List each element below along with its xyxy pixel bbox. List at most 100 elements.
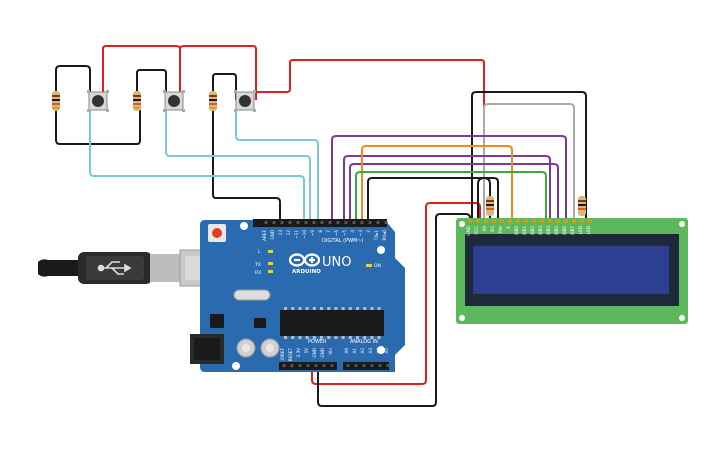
digital-pin[interactable] — [376, 221, 380, 224]
chip-leg — [284, 336, 287, 339]
analog-pin[interactable] — [370, 364, 374, 367]
purple-wire-3 — [349, 163, 559, 222]
power-pin[interactable] — [290, 364, 294, 367]
digital-pin-label: 13 — [278, 230, 283, 236]
analog-pin-label: A4 — [376, 348, 381, 354]
digital-pin[interactable] — [344, 221, 348, 224]
analog-header — [343, 362, 389, 370]
power-pin-label: GND — [320, 348, 325, 358]
resistor-2 — [133, 91, 141, 111]
digital-pin[interactable] — [368, 221, 372, 224]
power-pin-label: 5V — [304, 348, 309, 354]
lcd-pin[interactable] — [572, 219, 576, 223]
uno-label: UNO — [322, 255, 351, 270]
digital-pin[interactable] — [360, 221, 364, 224]
lcd-pin[interactable] — [564, 219, 568, 223]
power-pin[interactable] — [306, 364, 310, 367]
digital-pin-label: ~9 — [310, 230, 315, 237]
chip-leg — [305, 336, 309, 339]
analog-label: ANALOG IN — [350, 339, 378, 345]
chip-leg — [363, 307, 367, 310]
power-pin[interactable] — [282, 364, 286, 367]
digital-pin[interactable] — [384, 221, 388, 224]
lcd-pin[interactable] — [556, 219, 560, 223]
lcd-pin-label: DB2 — [530, 226, 535, 235]
lcd-pin[interactable] — [524, 219, 528, 223]
chip-leg — [341, 336, 345, 339]
wires — [55, 45, 587, 407]
usb-cable — [38, 249, 225, 287]
lcd-pin[interactable] — [532, 219, 536, 223]
red-wire-buttons — [102, 45, 257, 100]
digital-pin-label: ~11 — [294, 230, 299, 239]
resistor-1 — [52, 91, 60, 111]
power-pin[interactable] — [322, 364, 326, 367]
lcd-pin-label: DB4 — [546, 226, 551, 235]
arduino-brand: ARDUINO — [292, 269, 321, 275]
analog-pin[interactable] — [386, 364, 390, 367]
lcd-pin[interactable] — [548, 219, 552, 223]
black-wire-lcd-top — [471, 91, 587, 222]
lcd-pin[interactable] — [476, 219, 480, 223]
power-pin[interactable] — [298, 364, 302, 367]
lcd-pin[interactable] — [516, 219, 520, 223]
digital-pin[interactable] — [304, 221, 308, 224]
power-pin[interactable] — [330, 364, 334, 367]
reset-button[interactable] — [208, 224, 226, 242]
lcd-pin[interactable] — [580, 219, 584, 223]
resistor-lcd-2 — [578, 196, 586, 216]
atmega-chip — [280, 307, 384, 339]
lcd-pin-label: DB0 — [514, 226, 519, 235]
chip-leg — [312, 307, 316, 310]
lcd-pin-label: DB3 — [538, 226, 543, 235]
lcd-pin[interactable] — [468, 219, 472, 223]
digital-header — [253, 219, 387, 227]
push-button-2[interactable] — [163, 90, 185, 112]
analog-pin-label: A1 — [352, 348, 357, 354]
chip-leg — [363, 336, 367, 339]
analog-pin[interactable] — [378, 364, 382, 367]
lcd-pin[interactable] — [508, 219, 512, 223]
chip-leg — [291, 336, 295, 339]
digital-pin[interactable] — [264, 221, 268, 224]
digital-pin-label: 4 — [350, 230, 355, 233]
chip-leg — [348, 336, 352, 339]
analog-pin[interactable] — [346, 364, 350, 367]
push-button-1[interactable] — [87, 90, 109, 112]
analog-pin[interactable] — [362, 364, 366, 367]
power-pin[interactable] — [314, 364, 318, 367]
digital-pin-label: 7 — [326, 230, 331, 233]
lcd-pin[interactable] — [484, 219, 488, 223]
chip-leg — [327, 336, 331, 339]
lcd-pin[interactable] — [500, 219, 504, 223]
lcd-pin-label: LED — [586, 226, 591, 234]
arduino-logo-icon — [288, 253, 321, 267]
digital-pin[interactable] — [328, 221, 332, 224]
cyan-wire-2 — [165, 110, 311, 222]
digital-pin[interactable] — [272, 221, 276, 224]
chip-leg — [356, 307, 359, 310]
digital-pin-label: ~3 — [358, 230, 363, 237]
digital-pin[interactable] — [352, 221, 356, 224]
on-label: ON — [374, 263, 381, 269]
chip-leg — [320, 307, 323, 310]
digital-pin[interactable] — [312, 221, 316, 224]
digital-pin[interactable] — [320, 221, 324, 224]
push-button-3[interactable] — [234, 90, 256, 112]
lcd-pin-label: DB1 — [522, 226, 527, 235]
digital-pin[interactable] — [288, 221, 292, 224]
dark-wire — [367, 177, 499, 222]
cyan-wire-1 — [89, 110, 305, 222]
lcd-pin[interactable] — [492, 219, 496, 223]
digital-pin-label: ~5 — [342, 230, 347, 237]
digital-pin-label: 2 — [366, 230, 371, 233]
digital-pin[interactable] — [336, 221, 340, 224]
tx-label: TX — [254, 262, 261, 268]
lcd-pin[interactable] — [540, 219, 544, 223]
analog-pin[interactable] — [354, 364, 358, 367]
digital-pin[interactable] — [280, 221, 284, 224]
digital-pin[interactable] — [296, 221, 300, 224]
lcd-pin[interactable] — [588, 219, 592, 223]
